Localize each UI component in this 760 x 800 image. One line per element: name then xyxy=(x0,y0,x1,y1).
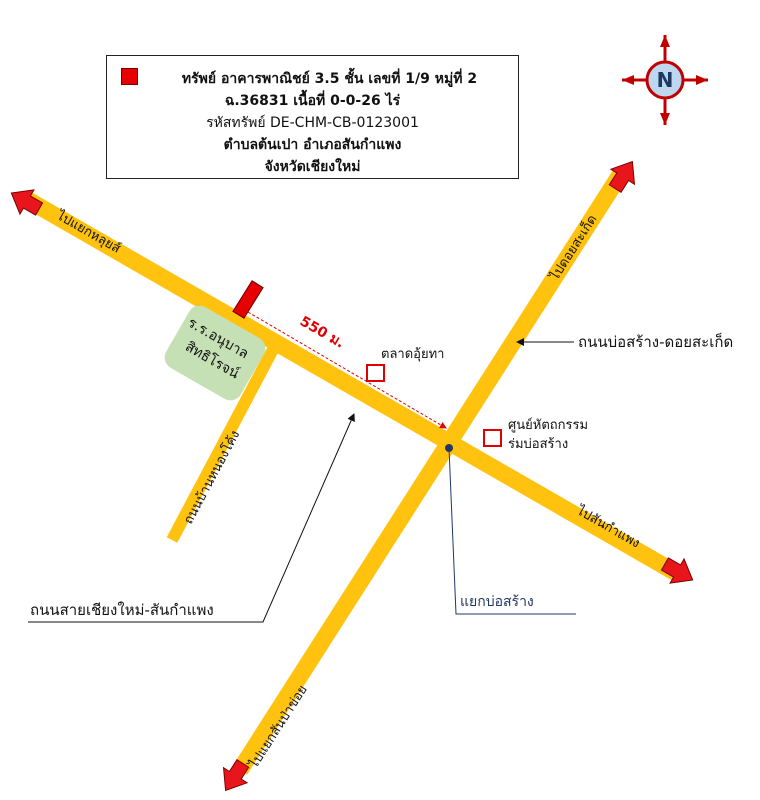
junction-leader-line xyxy=(448,447,576,615)
compass-icon: N xyxy=(622,35,708,125)
arrowhead-southwest xyxy=(222,759,250,792)
arrowhead-southeast xyxy=(660,557,694,584)
road-label-ban-nong-khong: ถนนบ้านหนองโค้ง xyxy=(180,428,243,527)
info-line-2: ฉ.36831 เนื้อที่ 0-0-26 ไร่ xyxy=(224,93,401,109)
school-area xyxy=(164,305,266,401)
main-road-label: ถนนสายเชียงใหม่-สันกำแพง xyxy=(30,601,214,619)
info-line-3: รหัสทรัพย์ DE-CHM-CB-0123001 xyxy=(206,115,419,131)
road-label-to-lamphun: ไปแยกหลุยส์ xyxy=(53,207,123,257)
handicraft-label-line1: ศูนย์หัตถกรรม xyxy=(508,417,588,433)
property-marker xyxy=(232,280,264,319)
distance-label: 550 ม. xyxy=(297,313,347,351)
junction-label: แยกบ่อสร้าง xyxy=(460,594,534,610)
info-line-4: ตำบลต้นเปา อำเภอสันกำแพง xyxy=(223,137,402,153)
road-label-to-doi-saket: ไปดอยสะเก็ด xyxy=(545,211,601,284)
handicraft-marker xyxy=(483,429,502,447)
market-marker xyxy=(366,364,385,382)
main-road-leader xyxy=(28,413,355,623)
distance-line xyxy=(241,305,447,429)
property-info-box: ทรัพย์ อาคารพาณิชย์ 3.5 ชั้น เลขที่ 1/9 … xyxy=(106,55,519,179)
info-line-5: จังหวัดเชียงใหม่ xyxy=(264,159,361,175)
market-label: ตลาดอุ้ยทา xyxy=(381,347,444,362)
doi-saket-road-label: ถนนบ่อสร้าง-ดอยสะเก็ด xyxy=(578,332,733,351)
arrowhead-northwest xyxy=(10,189,44,216)
property-legend-swatch xyxy=(121,68,138,85)
handicraft-label-line2: ร่มบ่อสร้าง xyxy=(508,437,568,452)
arrowhead-northeast xyxy=(608,160,636,193)
info-line-1: ทรัพย์ อาคารพาณิชย์ 3.5 ชั้น เลขที่ 1/9 … xyxy=(181,71,478,87)
road-bo-sang-doi-saket xyxy=(232,170,628,775)
compass-letter: N xyxy=(657,68,674,92)
